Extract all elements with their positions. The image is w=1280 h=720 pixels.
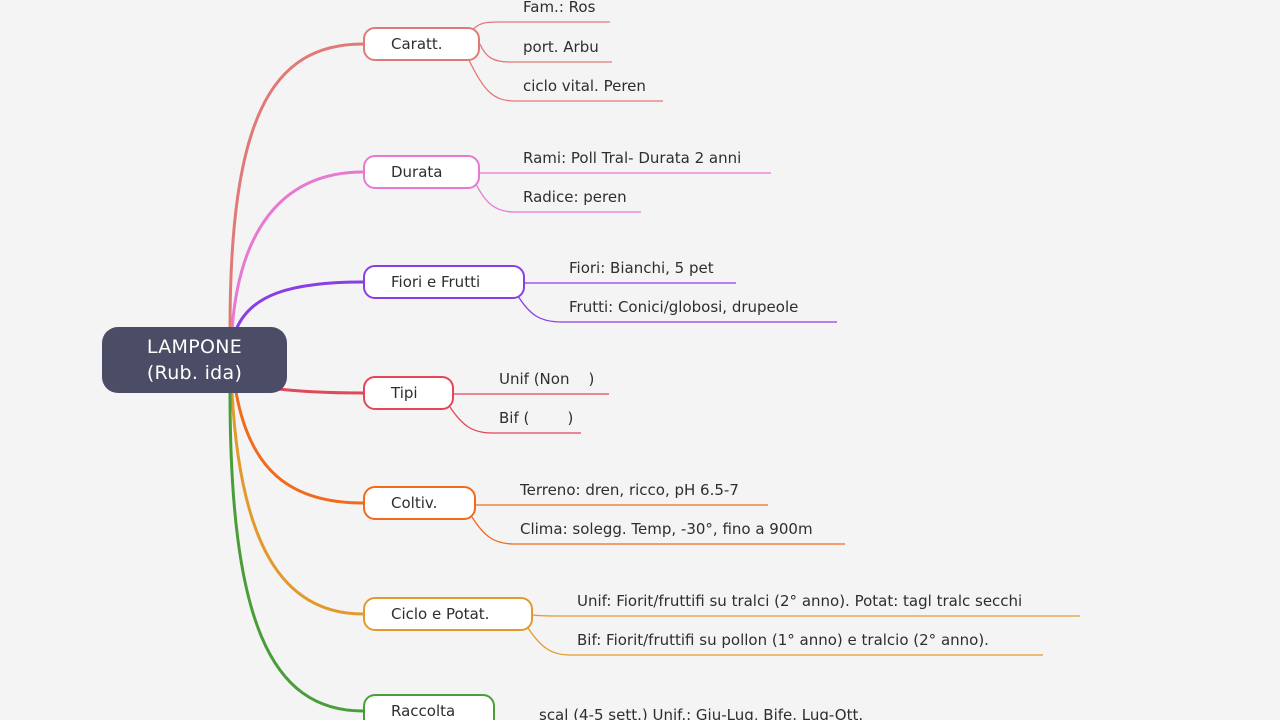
branch-fiori-e-frutti[interactable]: Fiori e Frutti	[363, 265, 525, 299]
leaf-line-caratt-1	[469, 21, 610, 34]
branch-coltiv[interactable]: Coltiv.	[363, 486, 476, 520]
leaf-durata-2[interactable]: Radice: peren	[523, 188, 627, 206]
leaf-coltiv-1[interactable]: Terreno: dren, ricco, pH 6.5-7	[520, 481, 739, 499]
leaf-caratt-1[interactable]: Fam.: Ros	[523, 0, 596, 16]
leaf-line-caratt-3	[467, 57, 663, 102]
leaf-line-tipi-2	[449, 406, 581, 434]
branch-raccolta[interactable]: Raccolta	[363, 694, 495, 720]
connector-durata	[230, 170, 364, 331]
leaf-durata-1[interactable]: Rami: Poll Tral- Durata 2 anni	[523, 149, 742, 167]
leaf-caratt-3[interactable]: ciclo vital. Peren	[523, 77, 646, 95]
connector-raccolta	[228, 391, 364, 713]
connector-tipi	[269, 386, 364, 395]
connector-caratt	[228, 42, 364, 331]
connector-coltiv	[234, 391, 364, 505]
leaf-ciclo-1[interactable]: Unif: Fiorit/fruttifi su tralci (2° anno…	[577, 592, 1023, 610]
leaf-coltiv-2[interactable]: Clima: solegg. Temp, -30°, fino a 900m	[520, 520, 813, 538]
connector-ciclo	[230, 391, 364, 616]
leaf-tipi-1[interactable]: Unif (Non )	[499, 370, 595, 388]
leaf-tipi-2[interactable]: Bif ( )	[499, 409, 574, 427]
branch-caratt[interactable]: Caratt.	[363, 27, 480, 61]
branch-ciclo-e-potat[interactable]: Ciclo e Potat.	[363, 597, 533, 631]
branch-durata[interactable]: Durata	[363, 155, 480, 189]
root-subtitle: (Rub. ida)	[146, 362, 243, 384]
leaf-fiori-1[interactable]: Fiori: Bianchi, 5 pet	[569, 259, 714, 277]
leaf-line-durata-2	[475, 183, 641, 213]
leaf-line-ciclo-1	[532, 614, 1080, 617]
leaf-ciclo-2[interactable]: Bif: Fiorit/fruttifi su pollon (1° anno)…	[577, 631, 989, 649]
leaf-raccolta-1[interactable]: scal (4-5 sett.) Unif.: Giu-Lug, Bife. L…	[539, 706, 864, 720]
leaf-line-ciclo-2	[527, 627, 1043, 656]
leaf-line-coltiv-2	[471, 516, 845, 545]
leaf-line-fiori-2	[517, 295, 837, 323]
root-node[interactable]: LAMPONE (Rub. ida)	[102, 327, 287, 393]
leaf-line-caratt-2	[479, 43, 612, 63]
leaf-caratt-2[interactable]: port. Arbu	[523, 38, 599, 56]
root-title: LAMPONE	[146, 336, 243, 358]
branch-tipi[interactable]: Tipi	[363, 376, 454, 410]
connector-fiori	[234, 280, 364, 331]
leaf-fiori-2[interactable]: Frutti: Conici/globosi, drupeole	[569, 298, 799, 316]
